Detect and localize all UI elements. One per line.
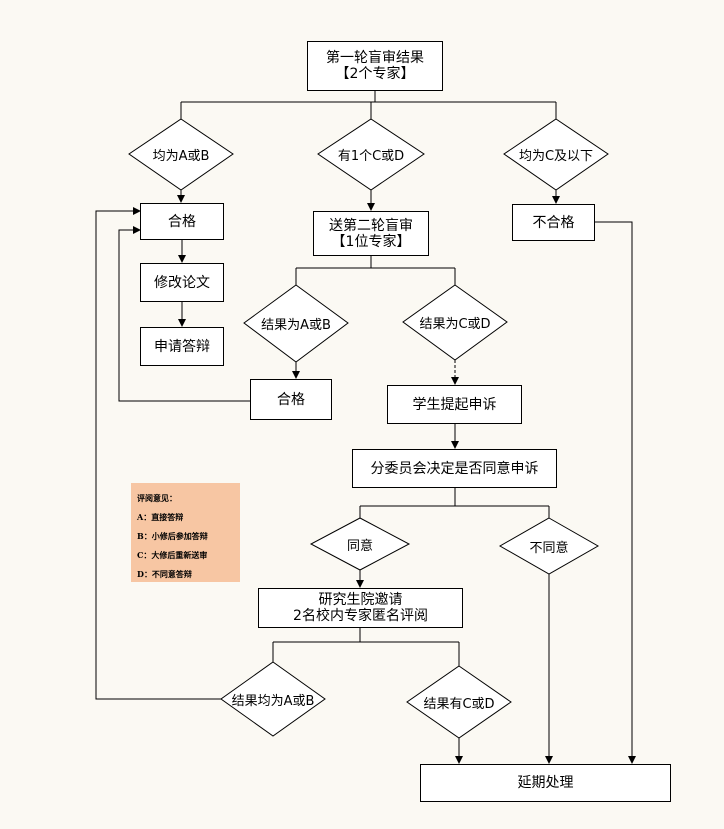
cond-one-cd-label: 有1个C或D (337, 148, 405, 164)
appeal-box: 学生提起申诉 (387, 385, 522, 424)
decision-diamond-r2-ab (243, 284, 349, 363)
round2-line2: 【1位专家】 (331, 233, 411, 250)
round2-line1: 送第二轮盲审 (329, 217, 413, 234)
legend-item-a: A：直接答辩 (137, 512, 184, 522)
fail-box: 不合格 (512, 204, 595, 241)
pass-label: 合格 (168, 213, 196, 230)
round1-line1: 第一轮盲审结果 (326, 50, 424, 66)
invite-line1: 研究生院邀请 (318, 592, 403, 608)
legend-item-d: D：不同意答辩 (137, 569, 192, 579)
decision-diamond-r3-cd (406, 665, 512, 739)
decision-diamond-c-below (503, 118, 609, 191)
cond-ab-label: 均为A或B (152, 148, 210, 164)
r2-cd-label: 结果为C或D (419, 316, 491, 332)
legend-item-b: B：小修后参加答辩 (137, 531, 208, 541)
decision-diamond-r2-cd (402, 284, 508, 361)
connector (595, 221, 636, 764)
r3-cd-label: 结果有C或D (423, 696, 495, 712)
apply-defense-box: 申请答辩 (140, 327, 224, 366)
legend-title: 评阅意见： (137, 493, 177, 503)
round1-line2: 【2个专家】 (335, 66, 415, 82)
pass2-box: 合格 (250, 379, 332, 420)
modify-thesis-box: 修改论文 (140, 263, 224, 302)
graduate-invite-box: 研究生院邀请 2名校内专家匿名评阅 (258, 588, 463, 628)
fail-label: 不合格 (532, 214, 575, 231)
decision-diamond-r3-ab (220, 661, 326, 737)
appeal-label: 学生提起申诉 (412, 396, 497, 413)
decision-diamond-ab (128, 118, 234, 191)
connector (359, 488, 550, 518)
connector (272, 628, 460, 666)
decision-diamond-agree (309, 517, 411, 571)
decision-diamond-one-cd (317, 118, 425, 191)
disagree-label: 不同意 (529, 540, 569, 556)
delay-label: 延期处理 (517, 775, 574, 791)
connector (118, 226, 250, 402)
cond-c-below-label: 均为C及以下 (518, 148, 594, 164)
decision-diamond-disagree (498, 517, 600, 575)
modify-label: 修改论文 (154, 274, 210, 291)
legend-item-c: C：大修后重新送审 (137, 550, 208, 560)
connector (180, 91, 557, 119)
pass-box: 合格 (140, 203, 224, 240)
r3-ab-label: 结果均为A或B (231, 693, 315, 709)
agree-label: 同意 (346, 538, 373, 554)
review-legend: 评阅意见： A：直接答辩 B：小修后参加答辩 C：大修后重新送审 D：不同意答辩 (131, 483, 240, 582)
round2-box: 送第二轮盲审 【1位专家】 (313, 211, 429, 256)
delay-box: 延期处理 (420, 764, 671, 802)
committee-label: 分委员会决定是否同意申诉 (370, 460, 539, 477)
connector (295, 256, 456, 285)
invite-line2: 2名校内专家匿名评阅 (293, 608, 428, 624)
apply-defense-label: 申请答辩 (154, 338, 210, 355)
committee-box: 分委员会决定是否同意申诉 (352, 449, 557, 488)
connector (95, 207, 230, 700)
r2-ab-label: 结果为A或B (261, 317, 331, 333)
round1-result-box: 第一轮盲审结果 【2个专家】 (307, 41, 443, 91)
pass2-label: 合格 (277, 391, 305, 408)
